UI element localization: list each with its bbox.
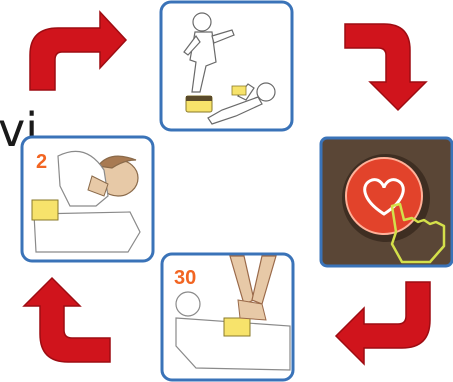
step-breaths-panel: 2 bbox=[22, 137, 153, 261]
step-defibrillator-panel bbox=[321, 138, 452, 266]
step-call-panel bbox=[161, 2, 292, 130]
aed-box-icon bbox=[186, 96, 212, 112]
breaths-count: 2 bbox=[36, 151, 47, 173]
curved-arrow-down-left-icon bbox=[336, 282, 430, 364]
curved-arrow-up-right-icon bbox=[30, 12, 126, 90]
pad-icon bbox=[232, 86, 246, 95]
pad-icon bbox=[224, 318, 250, 336]
step-compressions-panel: 30 bbox=[162, 254, 293, 380]
heart-button-icon bbox=[346, 158, 422, 234]
pad-icon bbox=[32, 200, 58, 220]
curved-arrow-left-up-icon bbox=[24, 278, 110, 362]
curved-arrow-right-down-icon bbox=[345, 24, 426, 110]
compressions-count: 30 bbox=[174, 267, 196, 289]
